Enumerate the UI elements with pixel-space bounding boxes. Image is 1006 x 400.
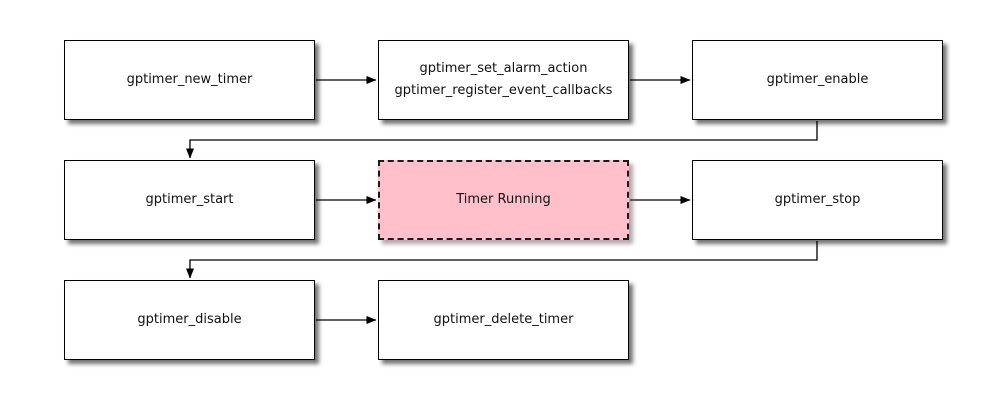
node-gptimer-new-timer: gptimer_new_timer (64, 40, 315, 120)
edge-enable-to-start (186, 121, 818, 159)
node-label-line2: gptimer_register_event_callbacks (394, 83, 613, 98)
node-label: gptimer_start (145, 192, 234, 207)
node-timer-running: Timer Running (378, 160, 629, 240)
node-label-line1: gptimer_set_alarm_action (419, 61, 588, 76)
node-label: gptimer_new_timer (126, 72, 253, 87)
node-gptimer-stop: gptimer_stop (692, 160, 943, 240)
node-label: gptimer_enable (766, 72, 869, 87)
node-gptimer-start: gptimer_start (64, 160, 315, 240)
node-label: gptimer_disable (137, 312, 242, 327)
edge-stop-to-disable (186, 241, 818, 279)
node-gptimer-setup: gptimer_set_alarm_action gptimer_registe… (378, 40, 629, 120)
node-gptimer-enable: gptimer_enable (692, 40, 943, 120)
node-label: Timer Running (456, 192, 551, 207)
node-gptimer-delete-timer: gptimer_delete_timer (378, 280, 629, 360)
node-label: gptimer_stop (774, 192, 861, 207)
node-gptimer-disable: gptimer_disable (64, 280, 315, 360)
node-label: gptimer_delete_timer (433, 312, 574, 327)
